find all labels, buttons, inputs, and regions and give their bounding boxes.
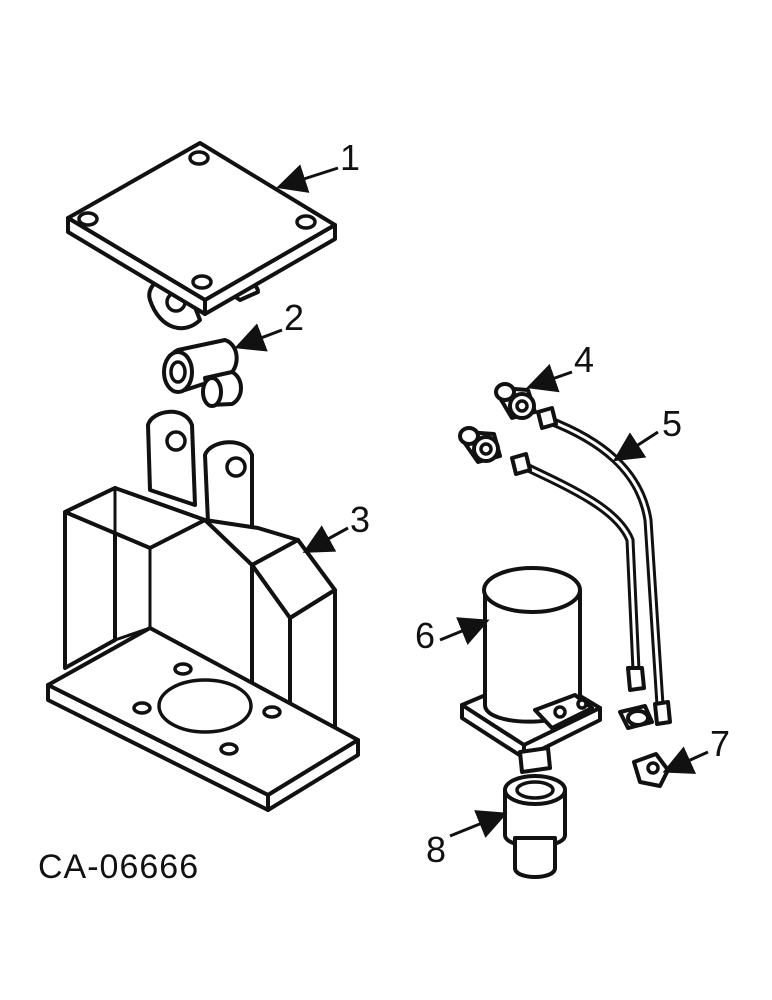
callout-8: 8 bbox=[426, 829, 446, 870]
catalog-number: CA-06666 bbox=[38, 848, 199, 886]
callout-6: 6 bbox=[415, 615, 435, 656]
bushing bbox=[162, 338, 243, 408]
callout-1: 1 bbox=[340, 137, 360, 178]
leader-lines bbox=[234, 164, 709, 838]
coupler-sleeve bbox=[503, 774, 567, 879]
callout-4: 4 bbox=[574, 339, 594, 380]
terminal-boots bbox=[458, 382, 537, 464]
cables bbox=[510, 406, 672, 726]
mounting-plate bbox=[66, 141, 337, 331]
callout-7: 7 bbox=[710, 723, 730, 764]
terminal-nuts bbox=[618, 704, 670, 788]
solenoid bbox=[460, 566, 602, 774]
bracket-housing bbox=[46, 409, 360, 812]
callout-2: 2 bbox=[284, 297, 304, 338]
callout-5: 5 bbox=[662, 403, 682, 444]
callout-3: 3 bbox=[350, 499, 370, 540]
